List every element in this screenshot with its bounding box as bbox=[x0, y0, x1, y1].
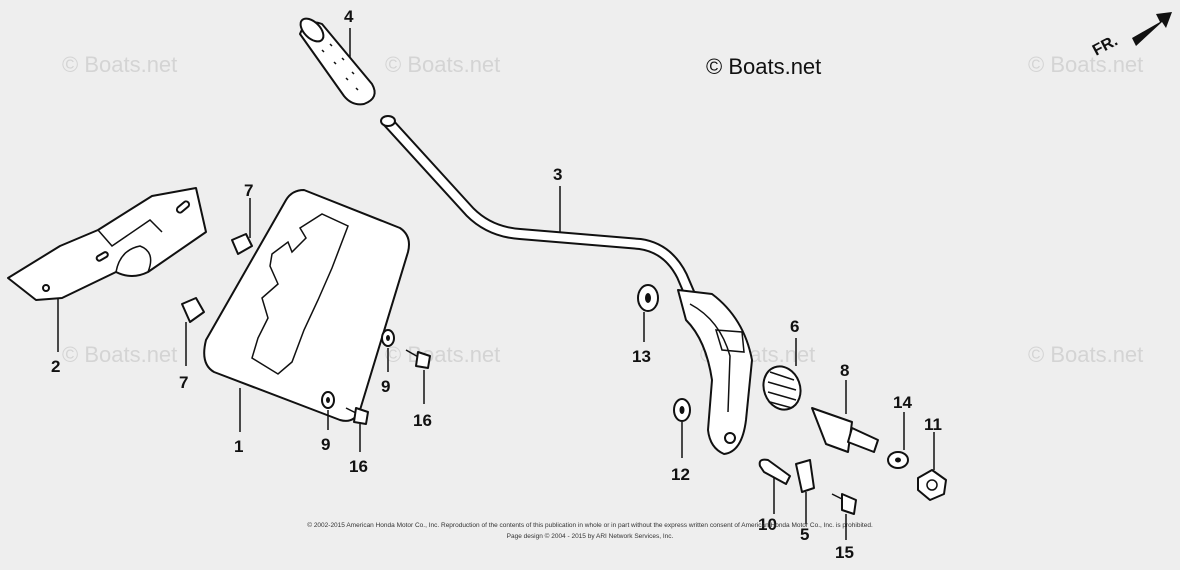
callout-15: 15 bbox=[835, 543, 854, 562]
watermark: © Boats.net bbox=[385, 342, 500, 367]
part-5-clip bbox=[795, 459, 815, 493]
callout-2: 2 bbox=[51, 357, 60, 376]
callout-6: 6 bbox=[790, 317, 799, 336]
watermark: © Boats.net bbox=[1028, 52, 1143, 77]
callout-4: 4 bbox=[344, 7, 354, 26]
part-11-nut bbox=[917, 469, 947, 501]
callout-12: 12 bbox=[671, 465, 690, 484]
leader-lines bbox=[57, 28, 935, 540]
part-2-bracket bbox=[7, 187, 207, 301]
part-15-bolt bbox=[831, 493, 857, 515]
callout-1: 1 bbox=[234, 437, 243, 456]
legal-footer: © 2002-2015 American Honda Motor Co., In… bbox=[307, 521, 873, 540]
watermark: © Boats.net bbox=[62, 52, 177, 77]
watermark: © Boats.net bbox=[385, 52, 500, 77]
watermark: © Boats.net bbox=[1028, 342, 1143, 367]
callout-14: 14 bbox=[893, 393, 912, 412]
part-7-upper-grommet bbox=[231, 233, 253, 255]
callout-13: 13 bbox=[632, 347, 651, 366]
part-7-lower-grommet bbox=[181, 297, 205, 323]
part-6-spring bbox=[762, 365, 802, 411]
part-10-pin bbox=[758, 458, 791, 485]
callout-11: 11 bbox=[924, 415, 942, 434]
copyright-label: © Boats.net bbox=[706, 54, 821, 79]
direction-arrow-icon bbox=[1132, 12, 1172, 46]
part-16-lower-bolt bbox=[345, 407, 369, 425]
part-9-lower-washer bbox=[321, 391, 335, 409]
part-13-washer bbox=[637, 284, 659, 312]
callout-9-lower: 9 bbox=[321, 435, 330, 454]
callout-16-upper: 16 bbox=[413, 411, 432, 430]
callout-9-upper: 9 bbox=[381, 377, 390, 396]
callout-7-lower: 7 bbox=[179, 373, 188, 392]
part-16-upper-bolt bbox=[405, 349, 431, 369]
page-design-notice: Page design © 2004 - 2015 by ARI Network… bbox=[507, 532, 674, 540]
callout-8: 8 bbox=[840, 361, 849, 380]
part-9-upper-washer bbox=[381, 329, 395, 347]
part-8-pin bbox=[811, 407, 879, 453]
part-1-shift-gate bbox=[203, 189, 410, 422]
part-14-washer bbox=[887, 451, 909, 469]
callout-5: 5 bbox=[800, 525, 809, 544]
callout-7-upper: 7 bbox=[244, 181, 253, 200]
callout-10: 10 bbox=[758, 515, 777, 534]
watermark: © Boats.net bbox=[62, 342, 177, 367]
legal-notice: © 2002-2015 American Honda Motor Co., In… bbox=[307, 521, 873, 529]
part-3-shift-lever bbox=[380, 115, 753, 455]
part-4-grip bbox=[299, 17, 376, 106]
callout-layer: 4 3 7 7 2 1 9 9 16 16 13 12 6 8 14 11 10… bbox=[51, 7, 942, 562]
part-12-washer bbox=[673, 398, 691, 422]
callout-16-lower: 16 bbox=[349, 457, 368, 476]
callout-3: 3 bbox=[553, 165, 562, 184]
